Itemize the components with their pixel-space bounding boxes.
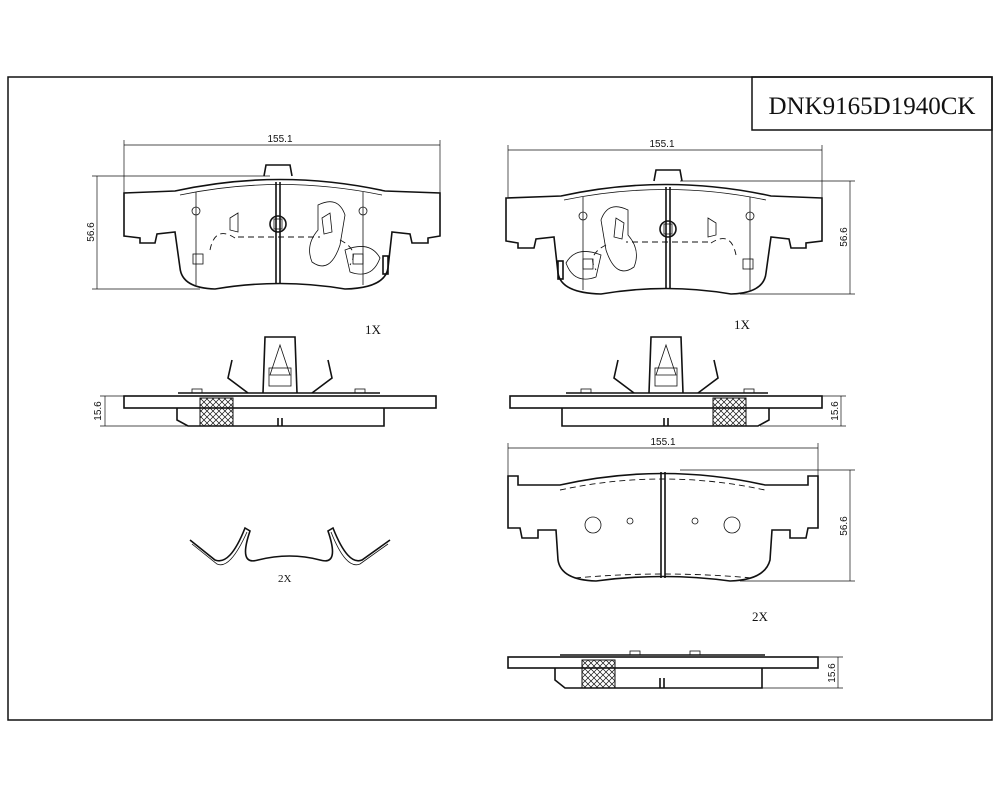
pad-side-view-left [123,336,437,427]
dimension-thickness-outer: 15.6 [762,656,843,689]
dimension-height-outer: 56.6 [680,469,855,582]
dimension-height-right: 56.6 [680,180,855,295]
quantity-label-outer: 2X [752,609,769,624]
title-block [751,76,993,131]
quantity-label-clip: 2X [278,573,292,585]
svg-text:155.1: 155.1 [650,437,675,448]
pad-outer-side-view [507,650,819,689]
dimension-width-right: 155.1 [507,139,823,198]
part-number: DNK9165D1940CK [769,93,976,120]
dimension-height-left: 56.6 [86,175,270,290]
svg-text:56.6: 56.6 [839,227,850,247]
spring-clip [189,526,391,566]
svg-text:155.1: 155.1 [267,134,292,145]
svg-text:56.6: 56.6 [86,222,97,242]
svg-text:15.6: 15.6 [830,401,841,421]
dimension-width-left: 155.1 [123,134,441,193]
svg-text:15.6: 15.6 [93,401,104,421]
dimension-width-outer: 155.1 [507,437,819,476]
pad-top-view-left [123,164,441,290]
pad-side-view-right [509,336,823,427]
svg-text:56.6: 56.6 [839,516,850,536]
dimension-thickness-left: 15.6 [93,395,188,427]
pad-outer-top-view [507,472,819,582]
svg-text:155.1: 155.1 [649,139,674,150]
dimension-thickness-right: 15.6 [760,395,846,427]
quantity-label-right: 1X [734,317,751,332]
svg-text:15.6: 15.6 [827,663,838,683]
quantity-label-left: 1X [365,322,382,337]
drawing-frame [7,76,993,721]
pad-top-view-right [505,169,823,295]
